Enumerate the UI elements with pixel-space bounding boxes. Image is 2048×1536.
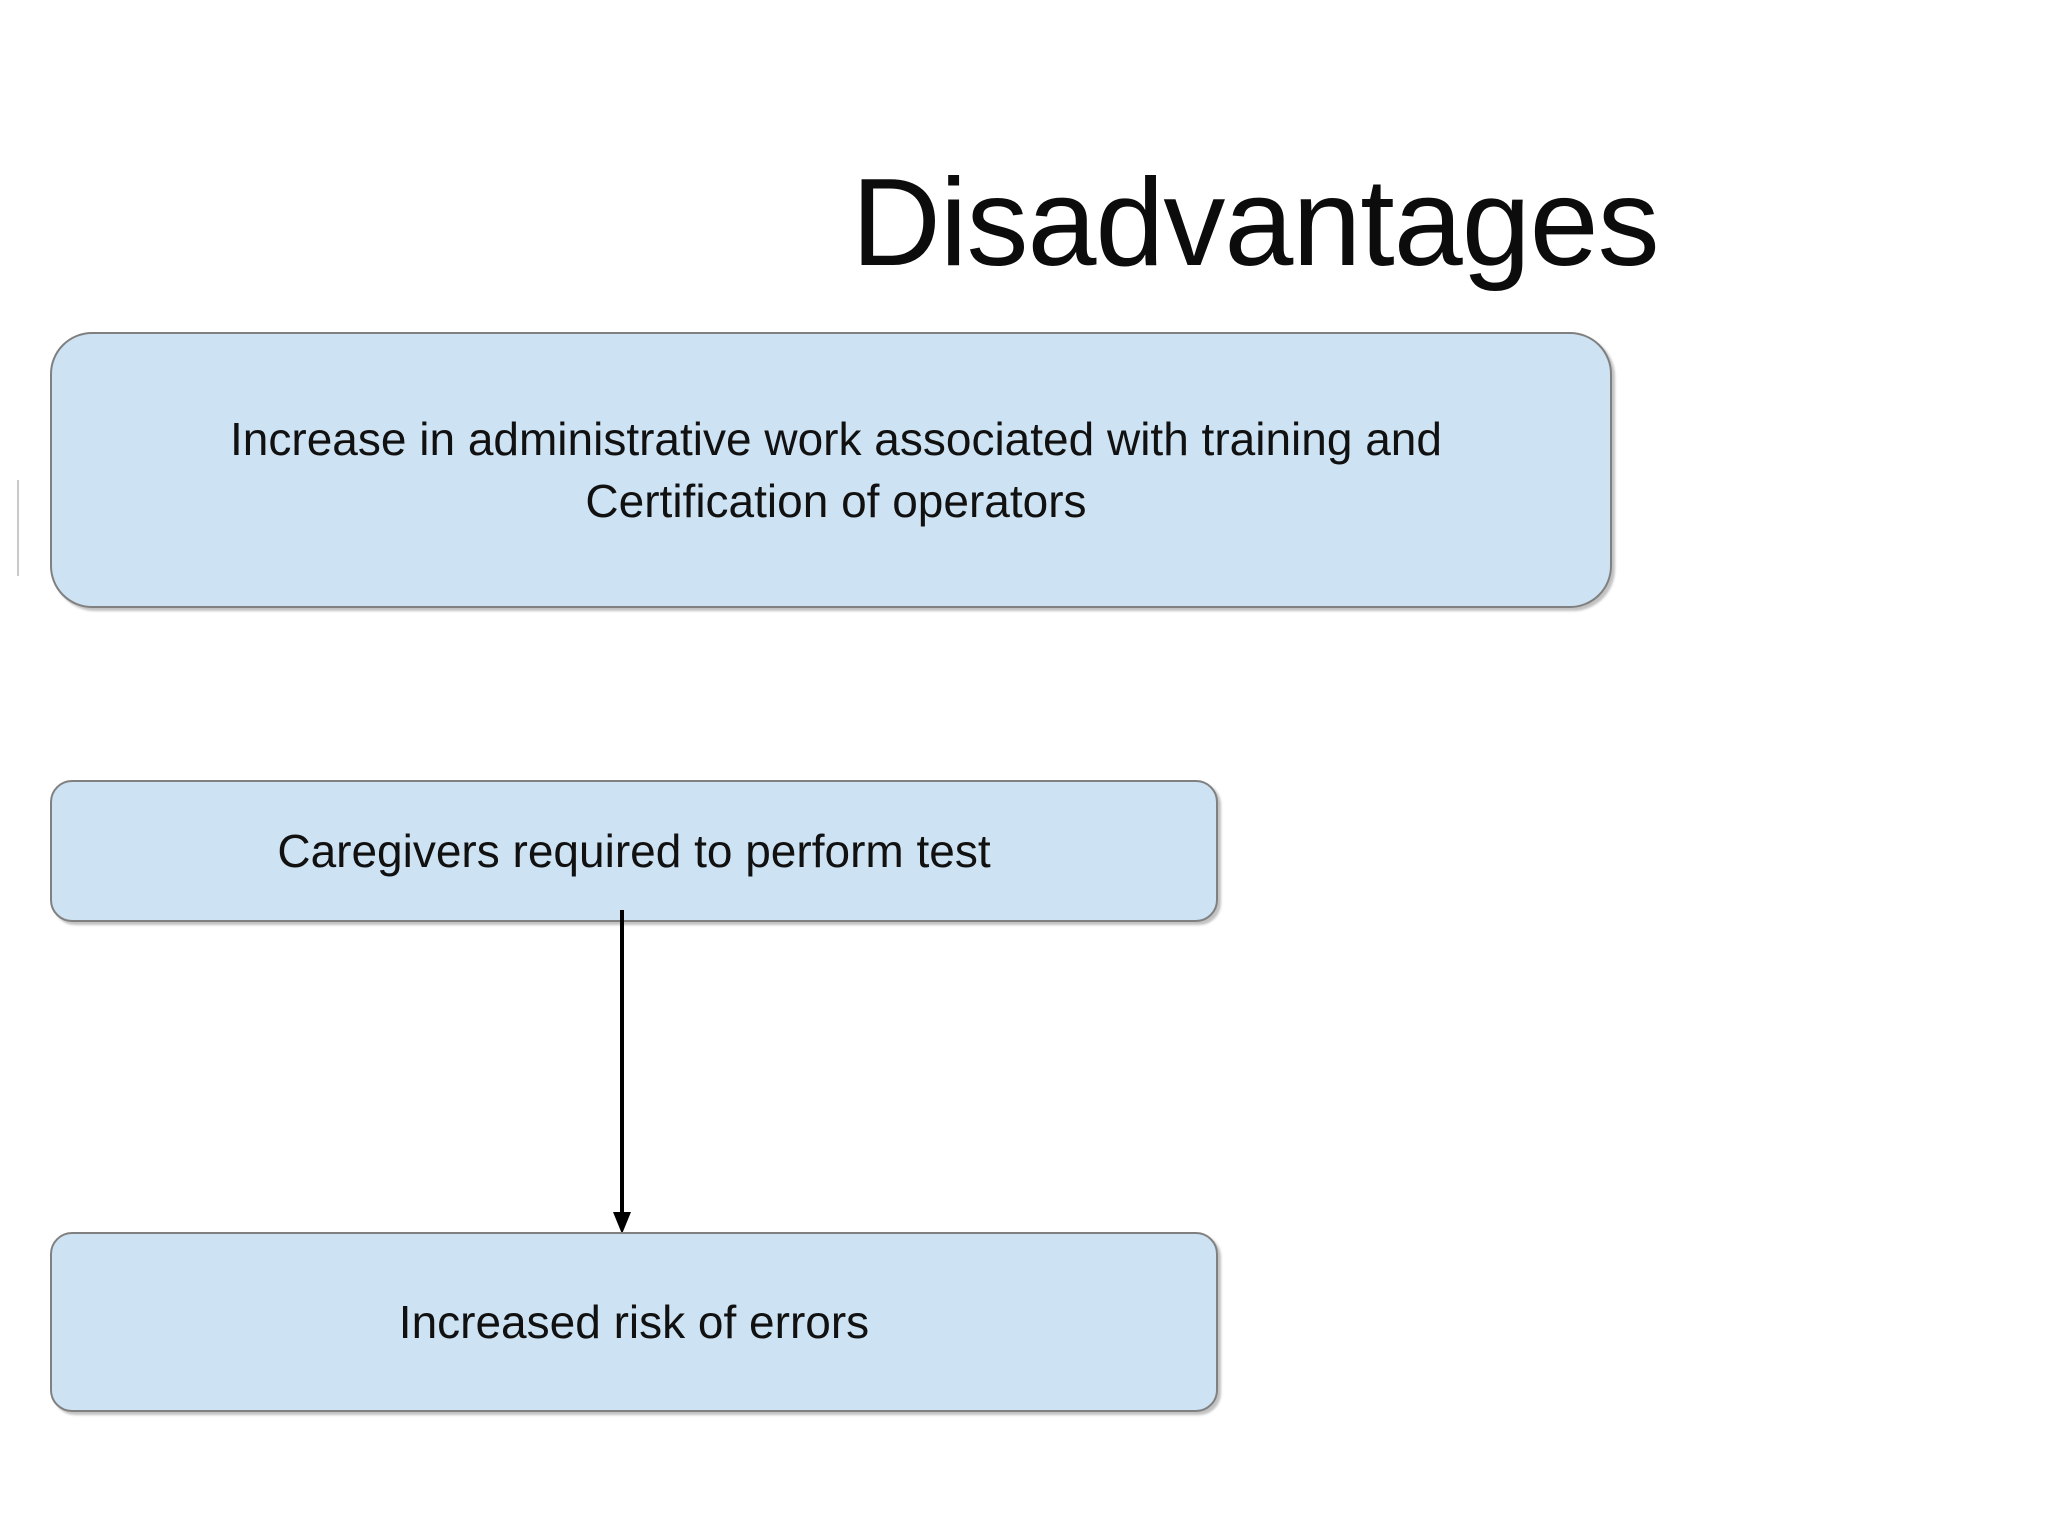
flowchart-node-label: Increase in administrative work associat… xyxy=(230,413,1442,527)
stray-vertical-rule xyxy=(17,480,19,576)
flowchart-node-admin-work[interactable]: Increase in administrative work associat… xyxy=(50,332,1612,608)
flowchart-node-label: Caregivers required to perform test xyxy=(277,825,991,877)
flowchart-node-caregivers[interactable]: Caregivers required to perform test xyxy=(50,780,1218,922)
page-title: Disadvantages xyxy=(851,154,1659,293)
arrow-down-icon xyxy=(613,910,631,1234)
flowchart-node-risk-errors[interactable]: Increased risk of errors xyxy=(50,1232,1218,1412)
flowchart-node-label: Increased risk of errors xyxy=(398,1296,870,1348)
